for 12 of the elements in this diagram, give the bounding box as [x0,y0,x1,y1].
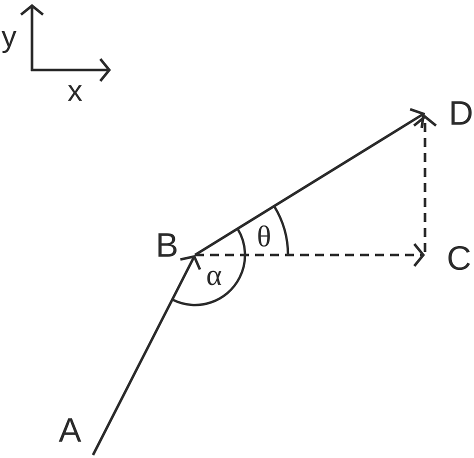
angle-label: θ [258,225,270,247]
axis-label: x [68,85,82,101]
point-label: D [452,101,472,125]
point-label: C [448,246,470,270]
arrow [92,255,202,456]
point-label: A [58,418,82,442]
point-label: B [158,233,177,257]
arrow [195,243,425,267]
angle-label: α [207,270,222,286]
axis-label: y [2,30,16,54]
arrow [413,115,437,252]
arrow [194,108,425,256]
